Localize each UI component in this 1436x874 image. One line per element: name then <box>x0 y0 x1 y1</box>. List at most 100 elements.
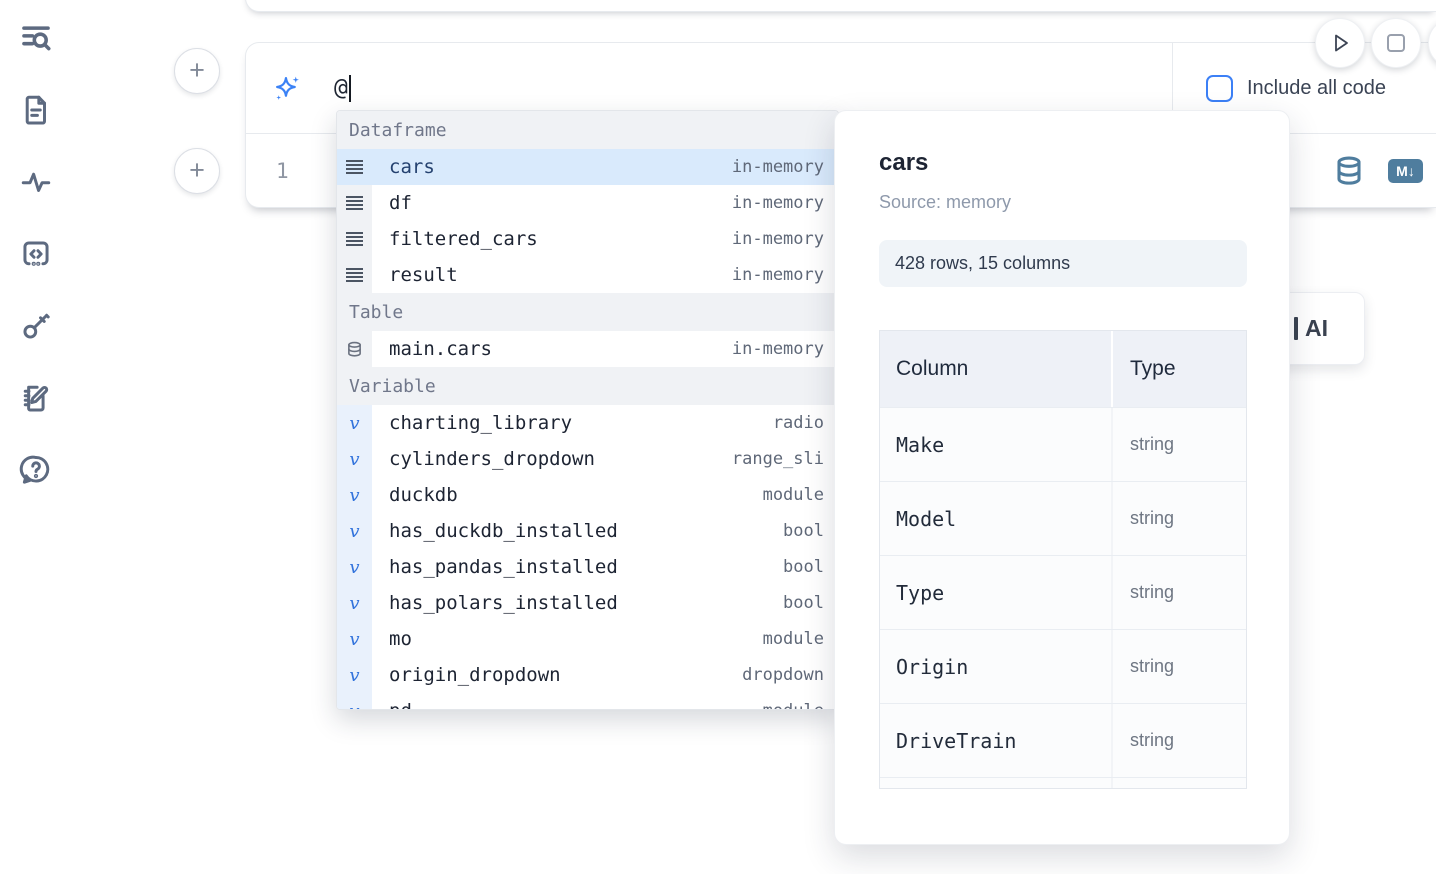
item-name: cars <box>389 156 435 178</box>
dataframe-preview-panel: cars Source: memory 428 rows, 15 columns… <box>834 110 1290 845</box>
item-type: module <box>763 701 824 709</box>
column-type: string <box>1130 434 1175 454</box>
autocomplete-item[interactable]: v charting_library radio <box>337 405 838 441</box>
play-icon <box>1335 34 1348 52</box>
item-type: in-memory <box>731 339 824 359</box>
item-name: main.cars <box>389 338 492 360</box>
rows-icon <box>337 149 372 185</box>
help-chat-icon[interactable] <box>18 452 54 488</box>
rows-icon <box>337 221 372 257</box>
preview-source: Source: memory <box>879 192 1012 212</box>
autocomplete-item[interactable]: df in-memory <box>337 185 838 221</box>
item-type: in-memory <box>731 265 824 285</box>
variable-icon: v <box>337 693 372 709</box>
column-name: Make <box>880 408 1113 481</box>
clipped-letter <box>1294 317 1298 340</box>
autocomplete-item[interactable]: filtered_cars in-memory <box>337 221 838 257</box>
schema-table-row-clipped <box>880 777 1246 788</box>
line-number: 1 <box>276 158 289 183</box>
add-cell-above-button[interactable]: + <box>174 48 220 94</box>
item-type: module <box>762 629 824 649</box>
key-icon[interactable] <box>18 308 54 344</box>
explore-dataframe-database-icon[interactable] <box>1333 155 1365 187</box>
autocomplete-item[interactable]: v has_polars_installed bool <box>337 585 838 621</box>
markdown-convert-icon[interactable]: M↓ <box>1388 158 1423 183</box>
stop-icon <box>1387 34 1405 52</box>
add-cell-below-button[interactable]: + <box>174 148 220 194</box>
item-type: radio <box>772 413 824 433</box>
shape-badge: 428 rows, 15 columns <box>879 240 1247 287</box>
item-type: in-memory <box>731 157 824 177</box>
variable-icon: v <box>337 405 372 441</box>
text-caret <box>348 74 351 102</box>
column-name: Model <box>880 482 1113 555</box>
schema-table-row: Model string <box>880 481 1246 555</box>
include-all-code-group: Include all code <box>1172 43 1436 133</box>
rows-icon <box>337 257 372 293</box>
rows-icon <box>337 185 372 221</box>
variable-icon: v <box>337 441 372 477</box>
autocomplete-item[interactable]: v pd module <box>337 693 838 709</box>
code-snippets-icon[interactable] <box>18 236 54 272</box>
column-name: Origin <box>880 630 1113 703</box>
variable-icon: v <box>337 513 372 549</box>
column-type: string <box>1130 508 1175 528</box>
item-name: has_pandas_installed <box>389 556 618 578</box>
item-name: charting_library <box>389 412 573 434</box>
item-type: in-memory <box>731 229 824 249</box>
ai-prompt-input[interactable]: @ <box>334 74 351 102</box>
item-name: filtered_cars <box>389 228 538 250</box>
item-type: in-memory <box>731 193 824 213</box>
autocomplete-section-header: Table <box>337 293 838 331</box>
item-name: cylinders_dropdown <box>389 448 595 470</box>
ai-prompt-text: @ <box>334 75 348 101</box>
autocomplete-item[interactable]: v cylinders_dropdown range_sli <box>337 441 838 477</box>
item-name: mo <box>389 628 412 650</box>
autocomplete-item[interactable]: cars in-memory <box>337 149 838 185</box>
include-all-code-checkbox[interactable] <box>1206 74 1233 102</box>
item-name: duckdb <box>389 484 458 506</box>
document-icon[interactable] <box>18 92 54 128</box>
column-type: string <box>1130 730 1175 750</box>
file-explorer-search-icon[interactable] <box>18 20 54 56</box>
item-type: bool <box>783 593 824 613</box>
previous-cell-remnant <box>245 0 1436 12</box>
scratchpad-notebook-icon[interactable] <box>18 380 54 416</box>
item-name: pd <box>389 700 412 709</box>
variable-icon: v <box>337 621 372 657</box>
activity-pulse-icon[interactable] <box>18 164 54 200</box>
item-name: origin_dropdown <box>389 664 561 686</box>
item-type: dropdown <box>742 665 824 685</box>
item-type: module <box>762 485 824 505</box>
column-name: Type <box>880 556 1113 629</box>
run-all-button[interactable] <box>1315 18 1365 68</box>
item-name: has_polars_installed <box>389 592 618 614</box>
ai-button-label: AI <box>1305 315 1328 341</box>
ai-sparkle-icon <box>272 73 303 104</box>
type-header: Type <box>1130 357 1176 380</box>
autocomplete-item[interactable]: main.cars in-memory <box>337 331 838 367</box>
item-type: range_sli <box>731 449 824 469</box>
item-name: df <box>389 192 412 214</box>
preview-title: cars <box>879 149 929 176</box>
include-all-code-label: Include all code <box>1247 76 1386 99</box>
autocomplete-item[interactable]: v origin_dropdown dropdown <box>337 657 838 693</box>
code-editor-row[interactable]: 1 M↓ <box>246 134 1436 207</box>
cell-action-icons: M↓ <box>1333 155 1423 187</box>
variable-icon: v <box>337 585 372 621</box>
variable-icon: v <box>337 657 372 693</box>
schema-table-row: Make string <box>880 407 1246 481</box>
schema-table-header: Column Type <box>880 331 1246 407</box>
database-icon <box>337 331 372 367</box>
stop-button[interactable] <box>1371 18 1421 68</box>
